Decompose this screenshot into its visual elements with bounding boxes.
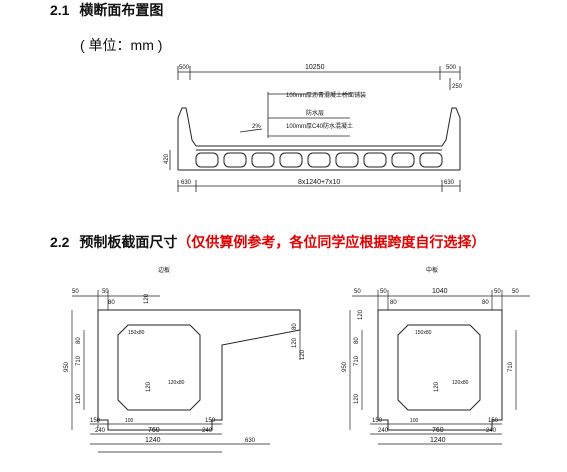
edge-cantilever: 630	[245, 438, 256, 444]
middle-bottom1-a: 150	[372, 418, 383, 424]
middle-bottom2-a: 240	[378, 428, 389, 434]
section1-title: 横断面布置图	[79, 2, 164, 18]
edge-left-dim-1: 950	[64, 361, 70, 372]
slope-label: 2%	[252, 124, 261, 130]
edge-right-dim-2: 120	[300, 349, 306, 360]
edge-total-width: 1240	[145, 437, 161, 444]
middle-right-dim-1: 710	[508, 361, 514, 372]
middle-chamfer-bottom: 120x80	[452, 380, 469, 386]
middle-side-dim-2: 80	[482, 300, 489, 306]
edge-top-dim-1: 50	[72, 289, 79, 295]
layer-2: 防水层	[306, 109, 324, 117]
top-dim-left: 500	[179, 65, 190, 71]
unit-label: ( 单位：mm )	[80, 37, 163, 53]
edge-top-dim-2: 50	[102, 289, 109, 295]
middle-chamfer-top: 150x80	[415, 330, 432, 336]
middle-left-dim-4: 80	[354, 337, 360, 344]
middle-side-dim-1: 80	[390, 300, 397, 306]
top-dim-right-small: 250	[452, 84, 463, 90]
layer-1: 100mm厚沥青混凝土桥面铺装	[286, 91, 366, 99]
section2-number: 2.2	[50, 234, 70, 250]
bottom-dim-middle: 8x1240+7x10	[298, 179, 340, 186]
bottom-dim-left: 630	[181, 180, 192, 186]
section1-number: 2.1	[50, 2, 70, 18]
section2-title: 预制板截面尺寸	[79, 234, 178, 250]
edge-bottom2-a: 240	[95, 428, 106, 434]
edge-right-dim-3: 80	[292, 323, 298, 330]
middle-top-dim-3: 1040	[432, 288, 448, 295]
edge-chamfer-top: 150x80	[128, 330, 145, 336]
edge-panel-label: 边板	[158, 266, 170, 274]
middle-bottom1-b: 100	[410, 418, 419, 424]
section2-heading: 2.2 预制板截面尺寸（仅供算例参考，各位同学应根据跨度自行选择）	[50, 232, 485, 252]
edge-bottom1-c: 150	[205, 418, 216, 424]
middle-bottom1-c: 150	[488, 418, 499, 424]
middle-bottom2-c: 240	[486, 428, 497, 434]
edge-right-dim-1: 120	[292, 337, 298, 348]
layer-3: 100mm厚C40防水混凝土	[286, 122, 353, 130]
section2-note: （仅供算例参考，各位同学应根据跨度自行选择）	[177, 234, 486, 250]
middle-top-dim-5: 50	[512, 289, 519, 295]
section1-heading: 2.1 横断面布置图	[50, 0, 163, 20]
height-dim: 420	[164, 153, 170, 164]
middle-panel-label: 中板	[426, 266, 438, 274]
middle-panel-outline	[377, 309, 503, 431]
edge-left-dim-4: 80	[76, 337, 82, 344]
edge-bottom2-c: 240	[202, 428, 213, 434]
edge-top-dim-3: 80	[108, 300, 115, 306]
middle-top-dim-2: 50	[380, 289, 387, 295]
middle-bottom-hinge: 120	[434, 381, 440, 392]
middle-top-dim-1: 50	[354, 289, 361, 295]
bridge-deck	[177, 107, 461, 171]
edge-left-dim-3: 120	[76, 393, 82, 404]
middle-side-dim-3: 120	[358, 309, 364, 320]
edge-left-dim-2: 710	[76, 355, 82, 366]
middle-bottom2-b: 760	[432, 427, 444, 434]
top-dim-middle: 10250	[305, 64, 325, 71]
edge-top-dim-4: 120	[144, 293, 150, 304]
middle-top-dim-4: 50	[494, 289, 501, 295]
slope-arrow	[239, 128, 263, 133]
edge-chamfer-bottom: 120x80	[168, 380, 185, 386]
middle-left-dim-1: 950	[342, 361, 348, 372]
edge-bottom2-b: 760	[148, 427, 160, 434]
middle-left-dim-3: 120	[354, 393, 360, 404]
edge-bottom1-b: 100	[125, 418, 134, 424]
edge-bottom-hinge: 120	[146, 381, 152, 392]
bottom-dim-right: 630	[444, 180, 455, 186]
middle-total-width: 1240	[430, 437, 446, 444]
middle-left-dim-2: 710	[354, 355, 360, 366]
top-dim-right: 500	[446, 65, 457, 71]
edge-bottom1-a: 150	[90, 418, 101, 424]
